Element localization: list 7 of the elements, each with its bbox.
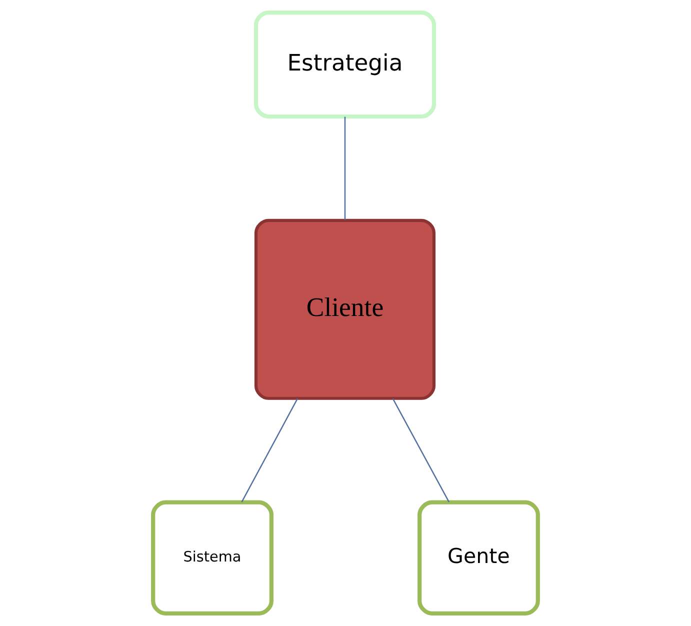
node-box: Estrategia bbox=[254, 10, 436, 119]
connector bbox=[344, 116, 346, 220]
node-box: Sistema bbox=[151, 500, 274, 616]
connector bbox=[392, 398, 450, 502]
connector bbox=[241, 398, 298, 502]
node-box: Cliente bbox=[254, 218, 436, 400]
node-box: Gente bbox=[418, 500, 540, 616]
